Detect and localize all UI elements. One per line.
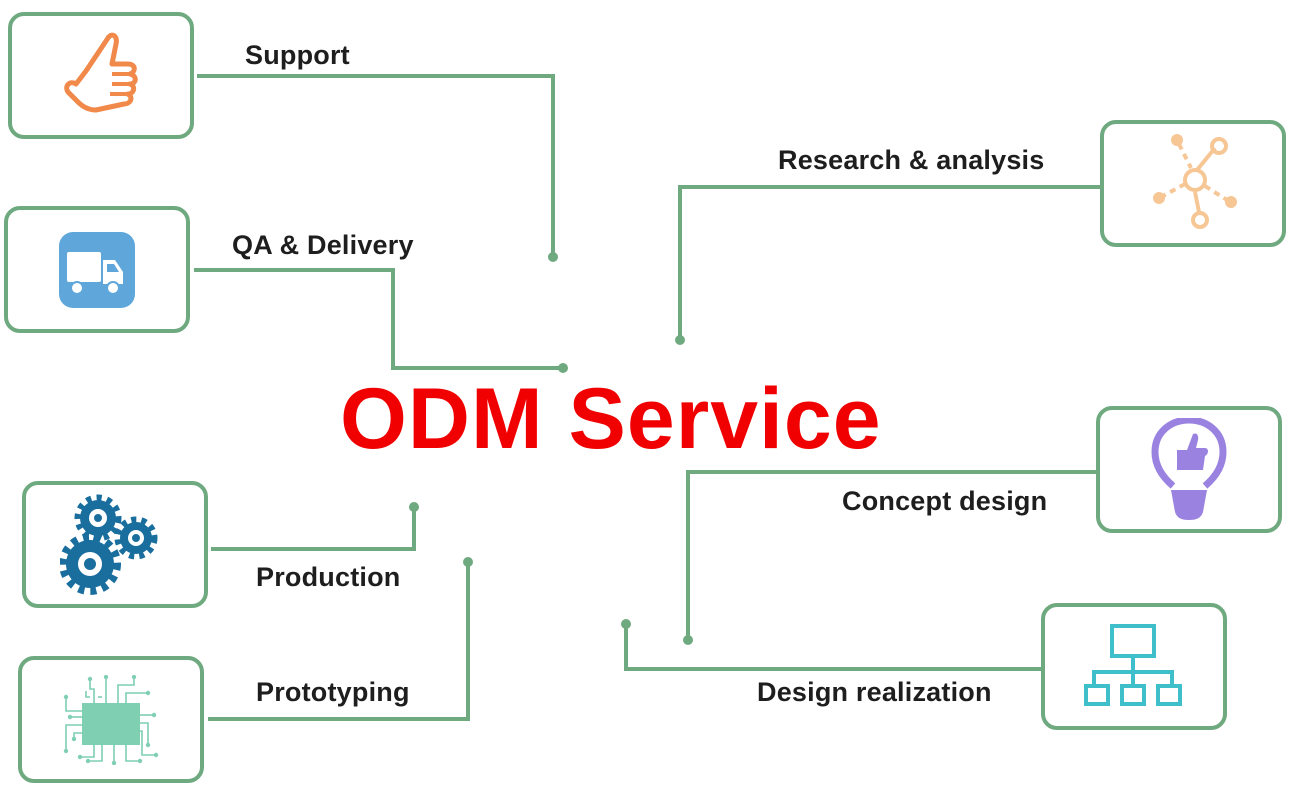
label-production: Production	[256, 562, 401, 592]
connector-dot	[621, 619, 631, 629]
lightbulb-icon	[1151, 417, 1227, 520]
connector-dot	[548, 252, 558, 262]
connector-qa-delivery	[194, 268, 563, 370]
label-prototyping: Prototyping	[256, 677, 410, 707]
connector-concept-design	[686, 470, 1096, 640]
gears-icon	[60, 494, 158, 595]
connector-production	[211, 507, 416, 551]
thumbs-up-icon	[64, 32, 138, 112]
label-qa-delivery: QA & Delivery	[232, 230, 414, 260]
label-support: Support	[245, 40, 350, 70]
label-research-analysis: Research & analysis	[778, 145, 1045, 175]
node-support	[8, 12, 194, 139]
node-research-analysis	[1100, 120, 1286, 247]
connector-dot	[558, 363, 568, 373]
connector-design-realization	[624, 624, 1041, 671]
delivery-truck-icon	[59, 231, 135, 308]
page-title: ODM Service	[340, 371, 882, 467]
connector-dot	[409, 502, 419, 512]
node-production	[22, 481, 208, 608]
label-concept-design: Concept design	[842, 486, 1048, 516]
hierarchy-icon	[1084, 623, 1182, 706]
node-design-realization	[1041, 603, 1227, 730]
node-qa-delivery	[4, 206, 190, 333]
connector-support	[197, 74, 555, 257]
connector-dot	[675, 335, 685, 345]
label-design-realization: Design realization	[757, 677, 992, 707]
node-concept-design	[1096, 406, 1282, 533]
connector-dot	[683, 635, 693, 645]
circuit-chip-icon	[63, 674, 159, 765]
connector-dot	[463, 557, 473, 567]
network-nodes-icon	[1153, 133, 1237, 229]
connector-prototyping	[208, 562, 470, 721]
node-prototyping	[18, 656, 204, 783]
connector-research-analysis	[678, 185, 1100, 340]
